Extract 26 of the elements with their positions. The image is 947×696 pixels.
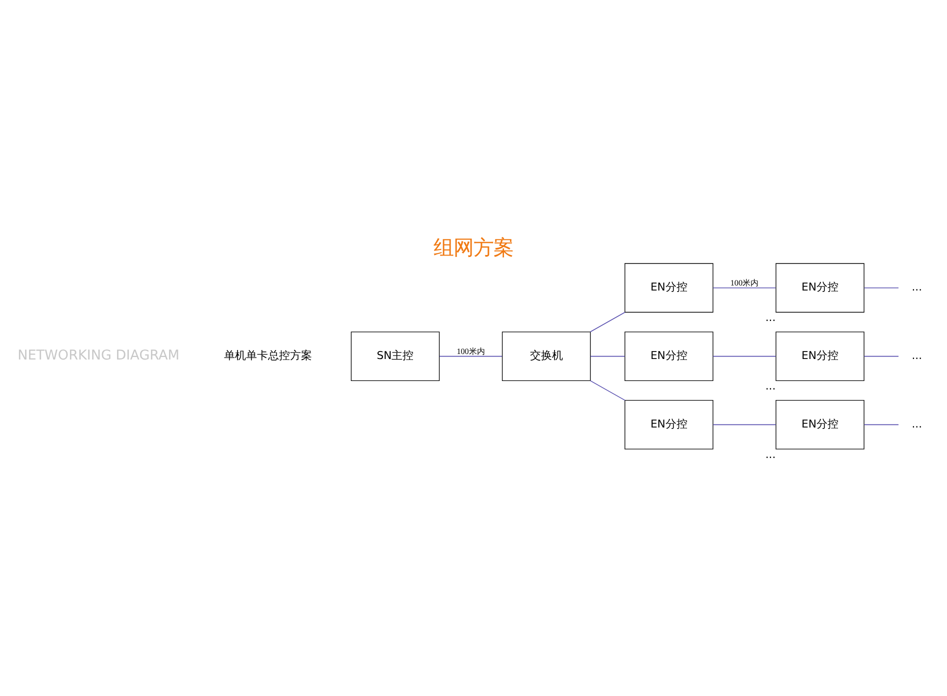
diagram-title: 组网方案 [434,235,514,260]
label: 单机单卡总控方案 [224,348,312,362]
connector [590,311,626,332]
node-box: EN分控 [624,399,714,449]
node-box: 交换机 [502,331,591,381]
node-box: SN主控 [350,331,440,381]
connector [712,424,776,425]
connector [864,424,899,425]
node-box: EN分控 [776,262,864,312]
node-text: ... [912,280,922,293]
connector [590,380,626,400]
connector [864,286,899,288]
connector [439,355,502,356]
node-text: ... [912,416,922,430]
node-box: EN分控 [776,331,864,381]
node-label: ... [765,447,776,460]
node-box: EN分控 [624,262,714,312]
connector [712,355,776,356]
node-box: EN分控 [776,399,864,449]
connector [864,355,899,356]
node-box: EN分控 [624,331,714,381]
connector [590,355,626,356]
connector [712,286,776,288]
node-label: ... [765,378,776,392]
node-text: ... [912,348,922,362]
node-label: ... [765,310,776,324]
